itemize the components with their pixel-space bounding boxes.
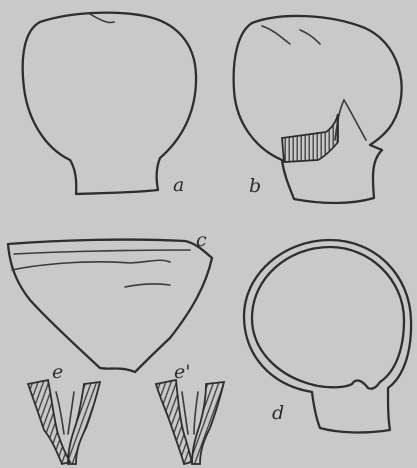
figure-e-right-wall bbox=[68, 382, 100, 464]
figure-a-outline bbox=[23, 13, 196, 194]
figure-c-crease-low bbox=[125, 284, 170, 287]
figure-b: b bbox=[234, 16, 402, 203]
figure-b-crease-2 bbox=[300, 30, 320, 44]
label-d: d bbox=[272, 402, 284, 424]
label-a: a bbox=[173, 174, 184, 196]
figure-b-crease bbox=[262, 26, 290, 44]
figure-c-crease-mid bbox=[14, 250, 190, 254]
figure-e-prime-inner-right bbox=[194, 392, 198, 434]
figure-d-inner-ring bbox=[252, 247, 404, 389]
figure-e-prime: e' bbox=[156, 361, 224, 464]
figure-c-crease-top bbox=[12, 260, 170, 270]
label-e: e bbox=[52, 361, 63, 383]
figure-a-crease bbox=[90, 14, 114, 23]
figure-c: c bbox=[8, 229, 212, 372]
figure-d-outer-ring bbox=[244, 240, 411, 432]
label-e-prime: e' bbox=[174, 361, 190, 383]
label-c: c bbox=[196, 229, 207, 251]
figure-c-outline bbox=[8, 240, 212, 372]
figure-e-left-wall bbox=[28, 380, 70, 464]
figure-e-inner-right bbox=[68, 392, 74, 434]
figure-b-hatched-band bbox=[282, 114, 338, 162]
figure-d: d bbox=[244, 240, 411, 432]
figure-a: a bbox=[23, 13, 196, 196]
figure-e: e bbox=[28, 361, 100, 464]
figure-b-inner-curve bbox=[335, 100, 366, 140]
figure-e-prime-right-wall bbox=[192, 382, 224, 464]
label-b: b bbox=[249, 175, 261, 197]
